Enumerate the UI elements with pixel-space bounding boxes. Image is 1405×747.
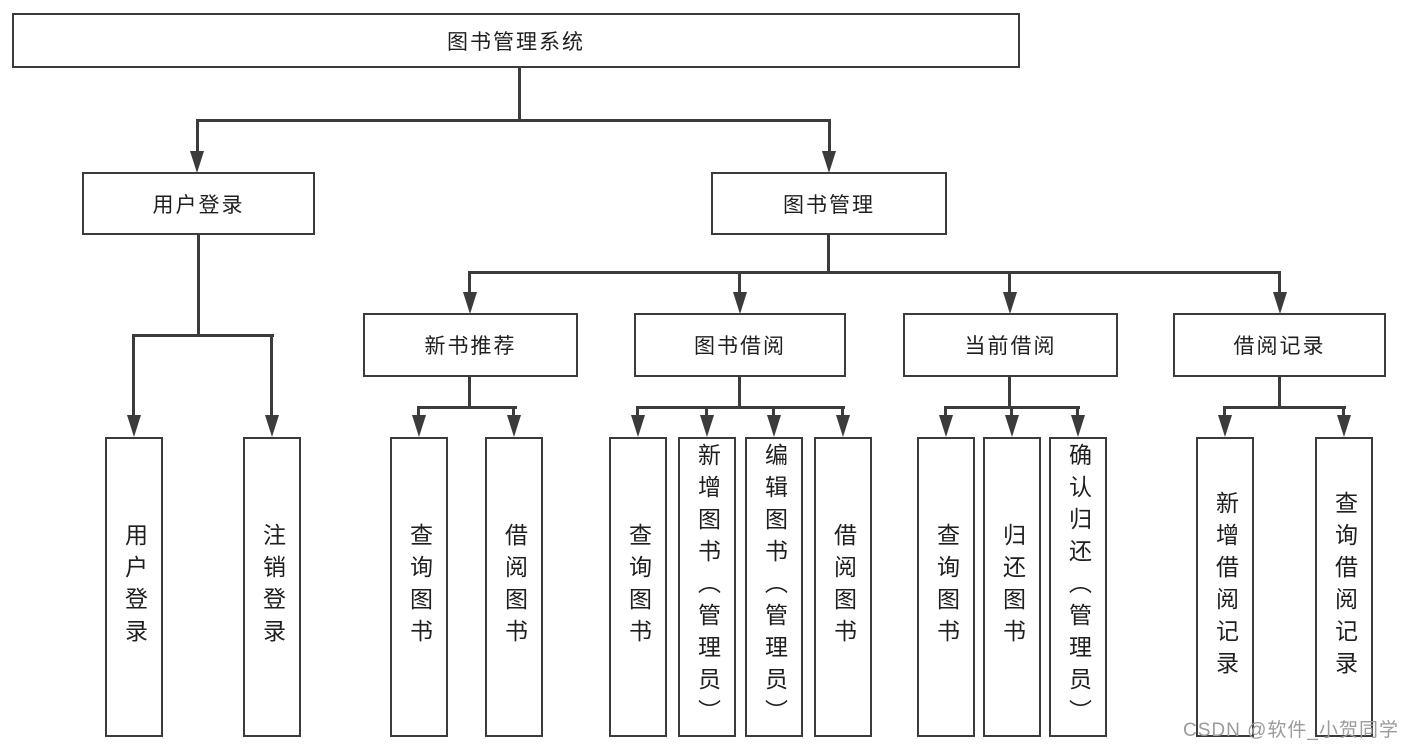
connector-line xyxy=(1008,271,1011,294)
connector-line xyxy=(1076,406,1079,417)
connector-line xyxy=(1223,406,1346,409)
arrowhead-down-icon xyxy=(822,151,836,173)
connector-line xyxy=(132,334,274,337)
connector-line xyxy=(1278,271,1281,294)
arrowhead-down-icon xyxy=(631,415,645,437)
arrowhead-down-icon xyxy=(1005,415,1019,437)
node-borrow-records: 借阅记录 xyxy=(1173,313,1386,377)
arrowhead-down-icon xyxy=(836,415,850,437)
leaf-current-return-books-label: 归还图书 xyxy=(999,523,1026,651)
connector-line xyxy=(132,334,135,416)
arrowhead-down-icon xyxy=(127,415,141,437)
leaf-current-query-books: 查询图书 xyxy=(917,437,975,737)
leaf-borrow-add-books-admin: 新增图书（管理员） xyxy=(678,437,736,737)
node-new-book-recommend: 新书推荐 xyxy=(363,313,578,377)
connector-line xyxy=(270,334,273,416)
connector-line xyxy=(512,406,515,417)
connector-line xyxy=(1010,406,1013,417)
arrowhead-down-icon xyxy=(1273,292,1287,314)
connector-line xyxy=(738,377,741,408)
leaf-records-query-record-label: 查询借阅记录 xyxy=(1331,491,1358,683)
arrowhead-down-icon xyxy=(767,415,781,437)
node-user-login: 用户登录 xyxy=(82,172,315,235)
connector-line xyxy=(772,406,775,417)
leaf-newbook-query-books: 查询图书 xyxy=(390,437,448,737)
connector-line xyxy=(636,406,845,409)
arrowhead-down-icon xyxy=(507,415,521,437)
node-root-label: 图书管理系统 xyxy=(447,30,585,54)
leaf-newbook-borrow-books-label: 借阅图书 xyxy=(501,523,528,651)
leaf-records-add-record-label: 新增借阅记录 xyxy=(1212,491,1239,683)
leaf-records-add-record: 新增借阅记录 xyxy=(1196,437,1254,737)
leaf-borrow-edit-books-admin: 编辑图书（管理员） xyxy=(745,437,803,737)
connector-line xyxy=(468,377,471,408)
connector-line xyxy=(1278,377,1281,408)
leaf-borrow-query-books: 查询图书 xyxy=(609,437,667,737)
leaf-borrow-edit-books-admin-label: 编辑图书（管理员） xyxy=(761,443,788,731)
node-book-management: 图书管理 xyxy=(711,172,947,235)
connector-line xyxy=(417,406,420,417)
node-current-borrow-label: 当前借阅 xyxy=(964,335,1057,358)
node-borrow-records-label: 借阅记录 xyxy=(1233,335,1326,358)
node-book-borrow: 图书借阅 xyxy=(634,313,846,377)
leaf-borrow-query-books-label: 查询图书 xyxy=(625,523,652,651)
arrowhead-down-icon xyxy=(1218,415,1232,437)
connector-line xyxy=(636,406,639,417)
leaf-current-return-books: 归还图书 xyxy=(983,437,1041,737)
leaf-records-query-record: 查询借阅记录 xyxy=(1315,437,1373,737)
leaf-current-confirm-return-admin: 确认归还（管理员） xyxy=(1049,437,1107,737)
connector-line xyxy=(518,66,521,121)
leaf-user-login-label: 用户登录 xyxy=(121,523,148,651)
connector-line xyxy=(468,271,1281,274)
connector-line xyxy=(705,406,708,417)
connector-line xyxy=(841,406,844,417)
node-book-borrow-label: 图书借阅 xyxy=(694,335,786,358)
watermark: CSDN @软件_小贺同学 xyxy=(1183,720,1399,741)
leaf-current-confirm-return-admin-label: 确认归还（管理员） xyxy=(1065,443,1092,731)
leaf-current-query-books-label: 查询图书 xyxy=(933,523,960,651)
arrowhead-down-icon xyxy=(1003,292,1017,314)
connector-line xyxy=(827,235,830,273)
node-new-book-recommend-label: 新书推荐 xyxy=(424,335,517,358)
arrowhead-down-icon xyxy=(939,415,953,437)
connector-line xyxy=(828,119,831,153)
leaf-borrow-add-books-admin-label: 新增图书（管理员） xyxy=(694,443,721,731)
arrowhead-down-icon xyxy=(412,415,426,437)
connector-line xyxy=(417,406,517,409)
connector-line xyxy=(944,406,947,417)
arrowhead-down-icon xyxy=(265,415,279,437)
connector-line xyxy=(1342,406,1345,417)
connector-line xyxy=(196,119,831,122)
arrowhead-down-icon xyxy=(463,292,477,314)
leaf-newbook-query-books-label: 查询图书 xyxy=(406,523,433,651)
node-root: 图书管理系统 xyxy=(12,13,1020,68)
leaf-user-login: 用户登录 xyxy=(105,437,163,737)
leaf-borrow-borrow-books-label: 借阅图书 xyxy=(830,523,857,651)
leaf-logout-login-label: 注销登录 xyxy=(259,523,286,651)
leaf-newbook-borrow-books: 借阅图书 xyxy=(485,437,543,737)
node-book-management-label: 图书管理 xyxy=(783,193,875,217)
leaf-logout-login: 注销登录 xyxy=(243,437,301,737)
leaf-borrow-borrow-books: 借阅图书 xyxy=(814,437,872,737)
arrowhead-down-icon xyxy=(1071,415,1085,437)
node-current-borrow: 当前借阅 xyxy=(903,313,1118,377)
connector-line xyxy=(738,271,741,294)
arrowhead-down-icon xyxy=(700,415,714,437)
node-user-login-label: 用户登录 xyxy=(152,193,245,217)
connector-line xyxy=(1223,406,1226,417)
connector-line xyxy=(1008,377,1011,408)
connector-line xyxy=(197,235,200,337)
connector-line xyxy=(196,119,199,153)
arrowhead-down-icon xyxy=(1337,415,1351,437)
arrowhead-down-icon xyxy=(733,292,747,314)
arrowhead-down-icon xyxy=(190,151,204,173)
connector-line xyxy=(468,271,471,294)
